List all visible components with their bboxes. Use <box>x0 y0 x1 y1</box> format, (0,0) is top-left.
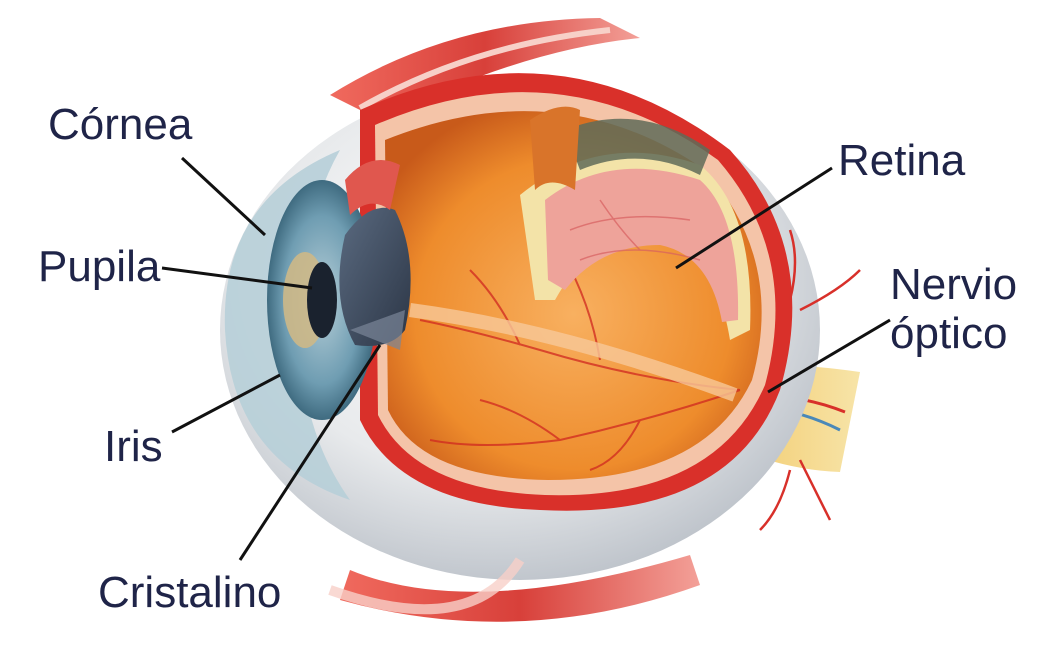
pupil <box>307 262 337 338</box>
label-nervio-optico: Nervio óptico <box>890 260 1017 359</box>
label-pupila: Pupila <box>38 242 160 291</box>
label-iris: Iris <box>104 422 163 471</box>
label-nervio-line1: Nervio <box>890 260 1017 309</box>
label-cornea: Córnea <box>48 100 192 149</box>
label-retina: Retina <box>838 136 965 185</box>
label-cristalino: Cristalino <box>98 568 281 617</box>
label-nervio-line2: óptico <box>890 309 1017 358</box>
cornea-leader-line <box>182 158 265 235</box>
